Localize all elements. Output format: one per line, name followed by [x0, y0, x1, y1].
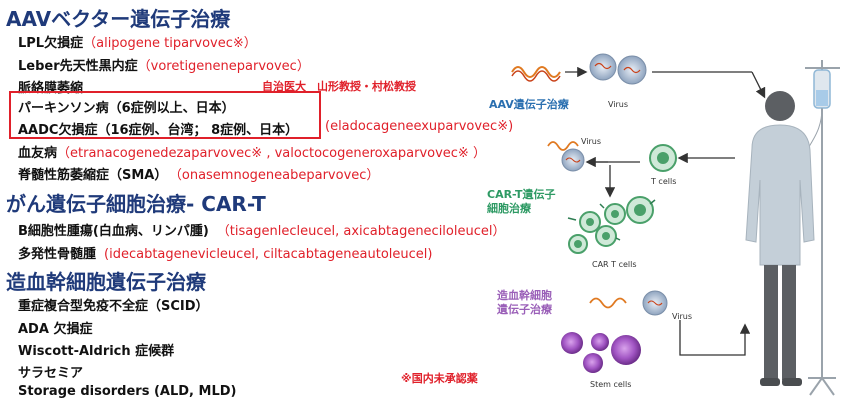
aav-therapy-label: AAV遺伝子治療: [489, 98, 569, 111]
list-item: Wiscott-Aldrich 症候群: [18, 344, 175, 359]
dna-strand-icon: [547, 141, 579, 151]
list-item: 重症複合型免疫不全症（SCID）: [18, 299, 209, 314]
stem-cell-icon: [561, 332, 641, 373]
list-item: B細胞性腫瘍(白血病、リンパ腫)（tisagenlecleucel, axica…: [18, 224, 506, 239]
virus-icon: [642, 290, 668, 316]
list-item: ADA 欠損症: [18, 322, 93, 337]
virus-icon: [561, 148, 585, 172]
t-cells-label: T cells: [651, 177, 677, 186]
dna-strand-icon: [511, 66, 561, 78]
list-item: 血友病（etranacogenedezaparvovec※ , valoctoc…: [18, 146, 486, 161]
hsc-therapy-label: 造血幹細胞遺伝子治療: [497, 289, 552, 316]
iv-stand-icon: [799, 60, 840, 396]
aav-heading: AAVベクター遺伝子治療: [6, 7, 231, 31]
car-t-cells-label: CAR T cells: [592, 260, 637, 269]
drug-name: (eladocageneexuparvovec※): [325, 119, 514, 134]
highlight-box: [9, 91, 321, 139]
patient-icon: [745, 91, 815, 386]
virus-label: Virus: [672, 312, 693, 321]
cart-therapy-label: CAR-T遺伝子細胞治療: [487, 188, 556, 215]
virus-icon: [589, 53, 647, 85]
stem-cells-label: Stem cells: [590, 380, 632, 389]
list-item: 多発性骨髄腫(idecabtagenevicleucel, ciltacabta…: [18, 247, 433, 262]
list-item: Storage disorders (ALD, MLD): [18, 384, 237, 399]
list-item: サラセミア: [18, 366, 84, 381]
list-item: パーキンソン病（6症例以上、日本）: [18, 101, 235, 116]
list-item: LPL欠損症（alipogene tiparvovec※）: [18, 36, 257, 51]
list-item: AADC欠損症（16症例、台湾； 8症例、日本）: [18, 123, 299, 138]
hsc-heading: 造血幹細胞遺伝子治療: [6, 270, 206, 294]
institution-note: 自治医大 山形教授・村松教授: [262, 80, 416, 93]
cart-heading: がん遺伝子細胞治療- CAR-T: [6, 192, 266, 216]
virus-label: Virus: [581, 137, 602, 146]
dna-strand-icon: [589, 297, 627, 309]
virus-label: Virus: [608, 100, 629, 109]
list-item: 脊髄性筋萎縮症（SMA）（onasemnogeneabeparvovec）: [18, 168, 380, 183]
list-item: Leber先天性黒内症（voretigeneneparvovec）: [18, 59, 310, 74]
footnote: ※国内未承認薬: [401, 372, 478, 385]
